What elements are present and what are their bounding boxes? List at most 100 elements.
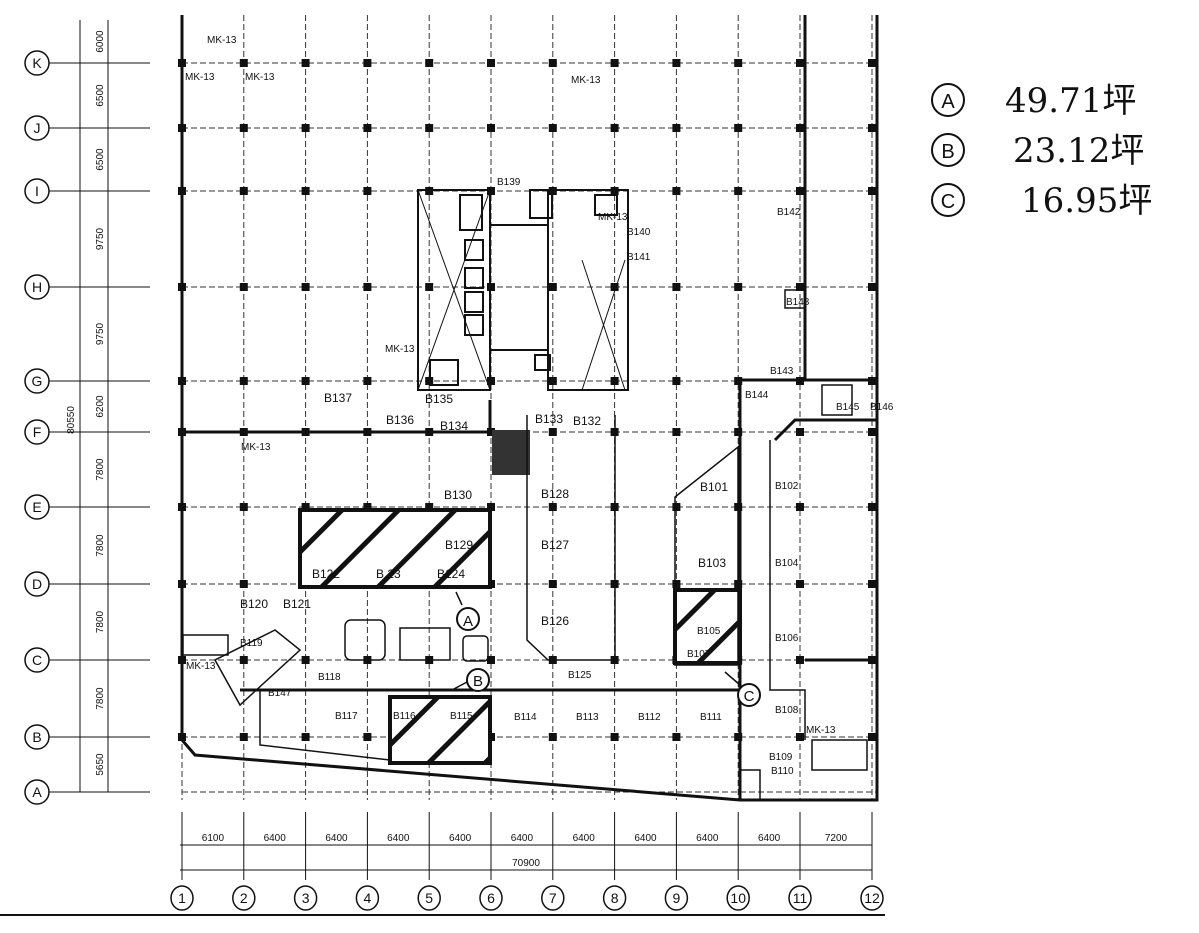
column-axis-3: 3: [293, 885, 318, 911]
room-b132: B132: [573, 414, 601, 428]
row-axis-G: G: [24, 368, 150, 394]
mk13-label: MK-13: [185, 72, 215, 83]
room-b137: B137: [324, 391, 352, 405]
column-label: 11: [793, 890, 808, 906]
row-axis-F: F: [24, 419, 150, 445]
row-dimension: 6200: [95, 395, 106, 418]
room-b107: B107: [687, 649, 711, 660]
row-dimension: 7800: [95, 458, 106, 481]
leased-area-c: [673, 588, 742, 665]
row-axis-K: K: [24, 50, 150, 76]
room-b140: B140: [627, 227, 651, 238]
leased-area-b: [388, 695, 492, 765]
column-label: 9: [673, 890, 681, 906]
column-dimension: 6400: [387, 833, 410, 844]
column-axis-8: 8: [602, 885, 627, 911]
row-dimension: 6500: [95, 148, 106, 171]
column-label: 10: [730, 890, 746, 906]
column-dimension: 6400: [634, 833, 657, 844]
row-label: K: [32, 55, 42, 71]
column-label: 5: [425, 890, 433, 906]
room-b112: B112: [638, 712, 661, 723]
row-axis-C: C: [24, 647, 150, 673]
mk13-label: MK-13: [598, 212, 628, 223]
column-label: 2: [240, 890, 248, 906]
row-label: B: [32, 729, 41, 745]
room-b115: B115: [450, 711, 473, 722]
area-mark-b: B: [451, 668, 490, 692]
mk13-label: MK-13: [186, 661, 216, 672]
row-axis-H: H: [24, 274, 150, 300]
column-dimension: 6400: [325, 833, 348, 844]
room-b113: B113: [576, 712, 599, 723]
column-label: 4: [364, 890, 372, 906]
column-label: 8: [611, 890, 619, 906]
room-b122: B122: [312, 567, 340, 581]
room-b125: B125: [568, 670, 592, 681]
row-label: D: [32, 576, 42, 592]
row-dimension-line: 80550: [66, 20, 109, 792]
legend-mark: A: [941, 91, 955, 113]
row-dimension: 5650: [95, 753, 106, 776]
room-b121: B121: [283, 597, 311, 611]
row-axis-B: B: [24, 724, 150, 750]
room-b133: B133: [535, 412, 563, 426]
row-axis-D: D: [24, 571, 150, 597]
room-b108: B108: [775, 705, 799, 716]
row-dimension: 7800: [95, 687, 106, 710]
column-axis-10: 10: [726, 885, 750, 911]
room-b111: B111: [700, 712, 722, 723]
interior-walls: [182, 289, 868, 800]
total-height-dim: 80550: [66, 406, 77, 434]
column-dimension-line: 70900: [180, 844, 872, 871]
column-dimension: 6100: [202, 833, 225, 844]
row-dimensions: 6000650065009750975062007800780078007800…: [95, 30, 106, 776]
column-dimension: 6400: [758, 833, 781, 844]
row-label: E: [32, 499, 41, 515]
room-b114: B114: [514, 712, 537, 723]
room-b142: B142: [777, 207, 801, 218]
room-b135: B135: [425, 392, 453, 406]
room-b127: B127: [541, 538, 569, 552]
column-axis-7: 7: [541, 885, 565, 911]
room-b145: B145: [836, 402, 860, 413]
column-dimension: 6400: [449, 833, 472, 844]
column-label: 3: [302, 890, 310, 906]
room-b130: B130: [444, 488, 472, 502]
room-b139: B139: [497, 177, 521, 188]
column-label: 6: [487, 890, 495, 906]
column-label: 12: [864, 890, 880, 906]
column-dimension: 6400: [264, 833, 287, 844]
legend-value: 23.12坪: [1013, 131, 1144, 171]
room-b109: B109: [769, 752, 793, 763]
row-axis-I: I: [24, 178, 150, 204]
room-b141: B141: [627, 252, 651, 263]
mk13-label: MK-13: [207, 35, 237, 46]
room-b118: B118: [318, 672, 341, 683]
row-axis-J: J: [24, 115, 150, 141]
column-dimension: 6400: [511, 833, 534, 844]
room-b110: B110: [771, 766, 794, 777]
column-axis-6: 6: [479, 885, 503, 911]
room-b143: B143: [770, 366, 794, 377]
room-b129: B129: [445, 538, 473, 552]
total-width-dim: 70900: [512, 858, 540, 869]
room-b128: B128: [541, 487, 569, 501]
legend-mark: C: [941, 191, 955, 213]
column-axis-2: 2: [232, 885, 256, 911]
building-outline: [180, 15, 879, 802]
room-labels: B101 B102 B103 B104 B105 B106 B107 B108 …: [240, 177, 894, 777]
room-b124: B124: [437, 567, 465, 581]
column-axis-11: 11: [788, 885, 812, 911]
row-axis-E: E: [24, 494, 150, 520]
column-label: 1: [178, 890, 186, 906]
room-b116: B116: [393, 711, 416, 722]
row-label: F: [33, 424, 42, 440]
core-area: [417, 189, 629, 391]
room-b101: B101: [700, 480, 728, 494]
svg-text:C: C: [744, 688, 755, 705]
row-label: H: [32, 279, 42, 295]
room-b102: B102: [775, 481, 799, 492]
row-dimension: 9750: [95, 227, 106, 250]
svg-text:A: A: [463, 613, 473, 630]
